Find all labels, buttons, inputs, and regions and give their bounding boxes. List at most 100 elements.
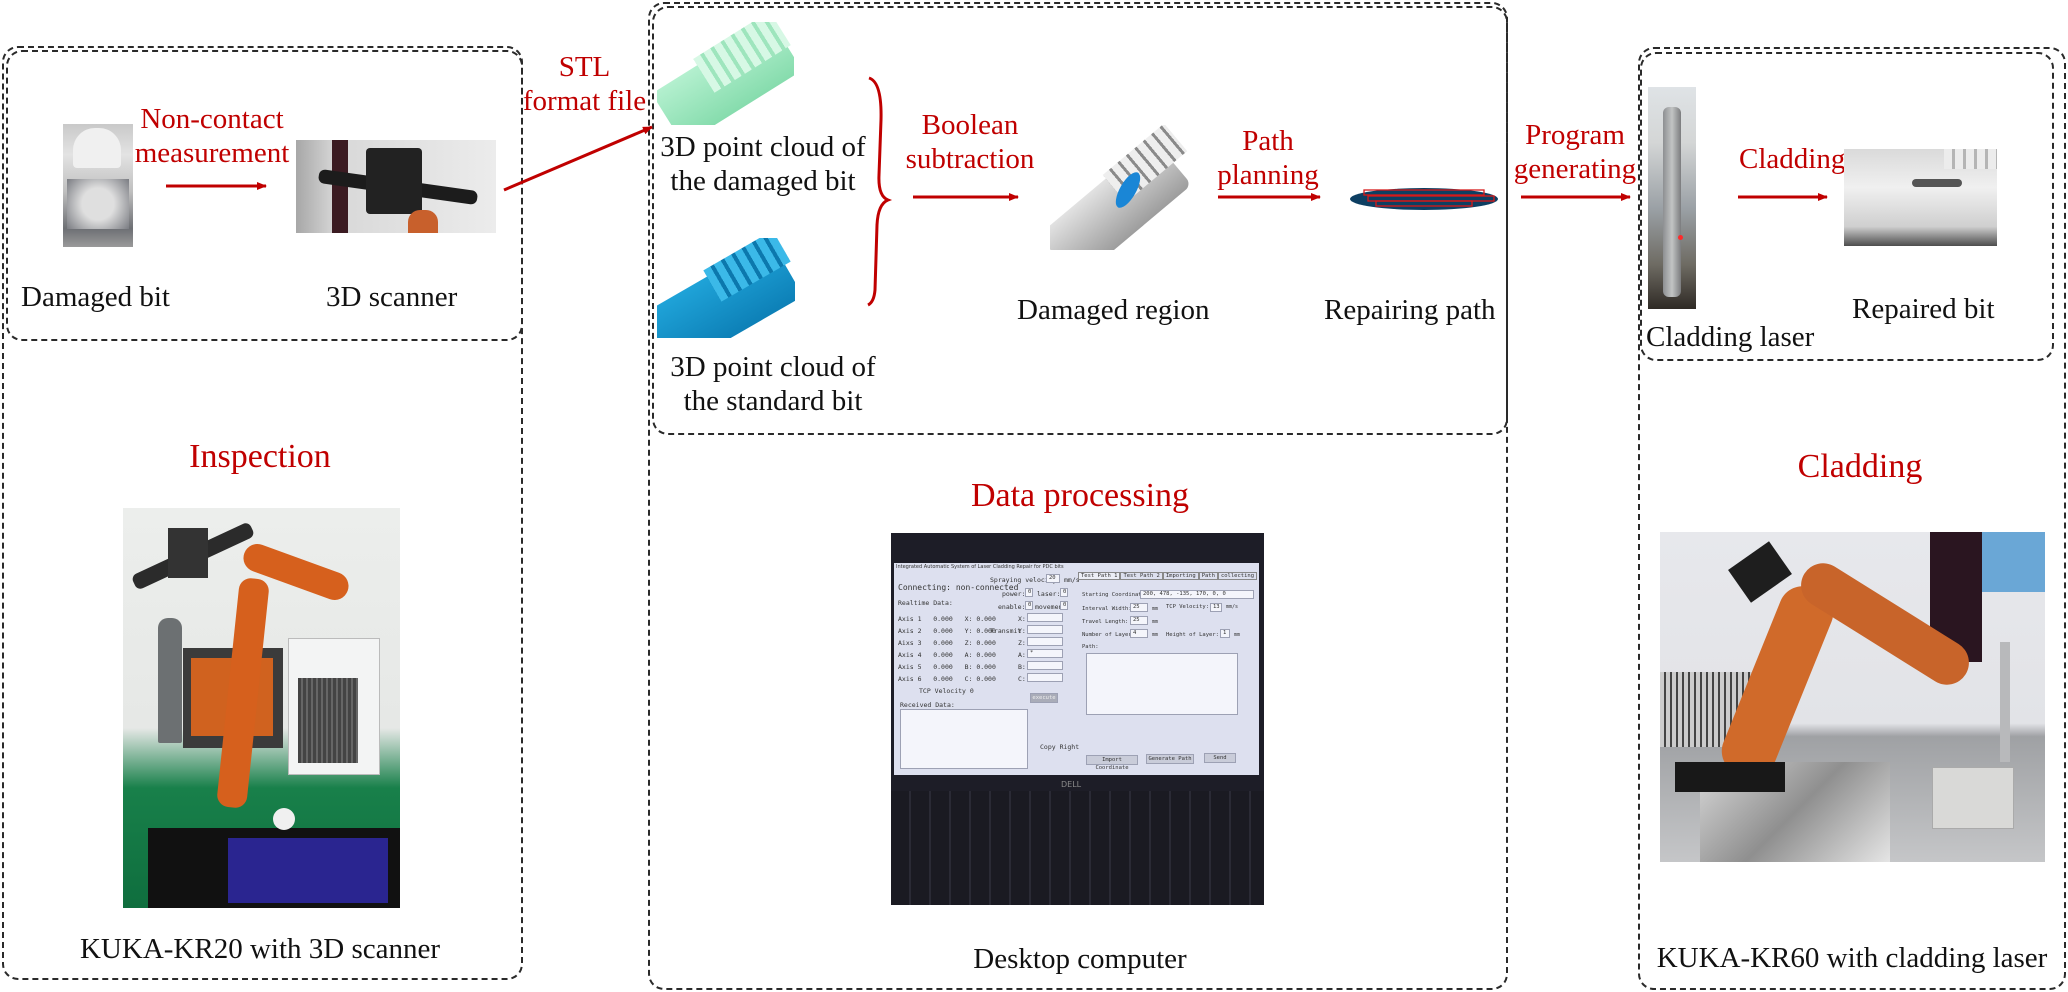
import-coordinate-button[interactable]: Import Coordinate xyxy=(1086,755,1138,771)
path-planning-label: Path planning xyxy=(1217,125,1319,192)
movement-label: movement xyxy=(1035,603,1067,611)
axis-row: Aixs 3 0.000 Z: 0.000 xyxy=(898,639,996,647)
number-of-layers-field[interactable]: 4 xyxy=(1130,629,1148,638)
window-title: Integrated Automatic System of Laser Cla… xyxy=(896,564,1064,570)
transmit-field-z[interactable] xyxy=(1027,637,1063,646)
transmit-field-y[interactable] xyxy=(1027,625,1063,634)
axis-row: Axis 6 0.000 C: 0.000 xyxy=(898,675,996,683)
cladding-section xyxy=(1638,47,2066,990)
velocity-unit: mm/s xyxy=(1226,604,1239,610)
tab-path[interactable]: Path xyxy=(1198,572,1218,580)
cladding-laser-label: Cladding laser xyxy=(1646,321,1815,353)
spraying-velocity-label: Spraying velocity: xyxy=(990,576,1061,584)
power-label: power: xyxy=(1002,590,1026,598)
travel-length-label: Travel Length: xyxy=(1082,619,1129,625)
damaged-bit-photo xyxy=(63,124,133,247)
tab-collecting[interactable]: collecting xyxy=(1217,572,1258,580)
inspection-flow-box xyxy=(6,50,523,341)
spraying-velocity-field[interactable]: 20 xyxy=(1046,574,1060,583)
tab-importing[interactable]: Importing xyxy=(1162,572,1199,580)
damaged-point-cloud-image xyxy=(657,22,794,125)
transmit-field-label: A: xyxy=(1018,651,1026,659)
mm-unit: mm xyxy=(1234,632,1241,638)
transmit-label: Transmit xyxy=(990,627,1022,635)
path-label: Path: xyxy=(1082,644,1099,650)
interval-width-field[interactable]: 25 xyxy=(1130,603,1148,612)
path-textarea[interactable] xyxy=(1086,653,1238,715)
received-data-label: Received Data: xyxy=(900,701,955,709)
repaired-bit-photo xyxy=(1844,149,1997,246)
transmit-field-label: Y: xyxy=(1018,627,1026,635)
data-processing-section xyxy=(648,2,1508,990)
starting-coordinate-field[interactable]: 200, 478, -135, 170, 0, 0 xyxy=(1140,590,1254,599)
axis-row: Axis 5 0.000 B: 0.000 xyxy=(898,663,996,671)
damaged-region-image xyxy=(1050,125,1190,250)
transmit-field-label: B: xyxy=(1018,663,1026,671)
mm-unit: mm xyxy=(1152,632,1159,638)
cladding-heading: Cladding xyxy=(1797,448,1923,485)
starting-coordinate-label: Starting Coordinate: xyxy=(1082,592,1149,598)
inspection-heading: Inspection xyxy=(189,438,331,475)
kuka-kr60-caption: KUKA-KR60 with cladding laser xyxy=(1656,942,2048,974)
standard-cloud-label: 3D point cloud of the standard bit xyxy=(670,351,876,418)
transmit-field-x[interactable] xyxy=(1027,613,1063,622)
curly-brace xyxy=(867,76,893,307)
transmit-field-c[interactable] xyxy=(1027,673,1063,682)
laser-label: laser: xyxy=(1037,590,1061,598)
realtime-label: Realtime Data: xyxy=(898,599,953,607)
measurement-label: Non-contact measurement xyxy=(134,103,290,170)
spraying-velocity-unit: mm/s xyxy=(1064,576,1080,584)
tcp-velocity-label: TCP Velocity: xyxy=(1166,604,1210,610)
enable-field[interactable]: 0 xyxy=(1025,601,1033,610)
movement-field[interactable]: 0 xyxy=(1060,601,1068,610)
kuka-kr20-photo xyxy=(123,508,400,908)
transmit-field-b[interactable] xyxy=(1027,661,1063,670)
transmit-field-label: C: xyxy=(1018,675,1026,683)
copyright-label: Copy Right xyxy=(1040,743,1080,751)
received-data-box[interactable] xyxy=(900,709,1028,769)
stl-arrow xyxy=(503,125,653,192)
stl-format-label: STL format file xyxy=(522,51,647,118)
repairing-path-label: Repairing path xyxy=(1324,294,1496,326)
layer-height-label: Height of Layer: xyxy=(1166,632,1219,638)
scanner-photo xyxy=(296,140,496,233)
mm-unit: mm xyxy=(1152,606,1159,612)
execute-button[interactable]: execute xyxy=(1030,693,1058,703)
interval-width-label: Interval Width: xyxy=(1082,606,1132,612)
transmit-field-label: X: xyxy=(1018,615,1026,623)
damaged-bit-label: Damaged bit xyxy=(21,281,170,313)
standard-point-cloud-image xyxy=(657,238,795,338)
cladding-laser-photo xyxy=(1648,87,1696,309)
data-processing-heading: Data processing xyxy=(970,477,1190,514)
inspection-section xyxy=(2,46,523,980)
tcp-velocity-field[interactable]: 13 xyxy=(1210,603,1222,612)
data-processing-flow-box xyxy=(652,6,1508,435)
axis-row: Axis 2 0.000 Y: 0.000 xyxy=(898,627,996,635)
generate-path-button[interactable]: Generate Path xyxy=(1146,754,1194,764)
tab-test-path-1[interactable]: Test Path 1 xyxy=(1078,572,1121,580)
laptop-keyboard xyxy=(891,791,1264,905)
send-button[interactable]: Send xyxy=(1204,753,1236,763)
number-of-layers-label: Number of Layers: xyxy=(1082,632,1139,638)
laser-field[interactable]: 0 xyxy=(1060,588,1068,597)
program-generating-label: Program generating xyxy=(1513,119,1637,186)
transmit-field-a[interactable]: * xyxy=(1027,649,1063,658)
power-field[interactable]: 0 xyxy=(1025,588,1033,597)
transmit-field-label: Z: xyxy=(1018,639,1026,647)
laptop-screen: Integrated Automatic System of Laser Cla… xyxy=(894,563,1259,775)
desktop-computer-caption: Desktop computer xyxy=(973,943,1187,975)
layer-height-field[interactable]: 1 xyxy=(1220,629,1230,638)
cladding-flow-box xyxy=(1640,52,2054,361)
tab-test-path-2[interactable]: Test Path 2 xyxy=(1120,572,1163,580)
boolean-subtraction-label: Boolean subtraction xyxy=(905,109,1035,176)
laptop-brand: DELL xyxy=(1061,780,1082,789)
tcp-velocity-readout: TCP Velocity 0 xyxy=(919,687,974,695)
connection-status: Connecting: non-connected xyxy=(898,583,1019,592)
travel-length-field[interactable]: 25 xyxy=(1130,616,1148,625)
desktop-computer-photo: Integrated Automatic System of Laser Cla… xyxy=(891,533,1264,905)
enable-label: enable: xyxy=(998,603,1026,611)
repairing-path-image xyxy=(1350,188,1498,210)
axis-row: Axis 1 0.000 X: 0.000 xyxy=(898,615,996,623)
